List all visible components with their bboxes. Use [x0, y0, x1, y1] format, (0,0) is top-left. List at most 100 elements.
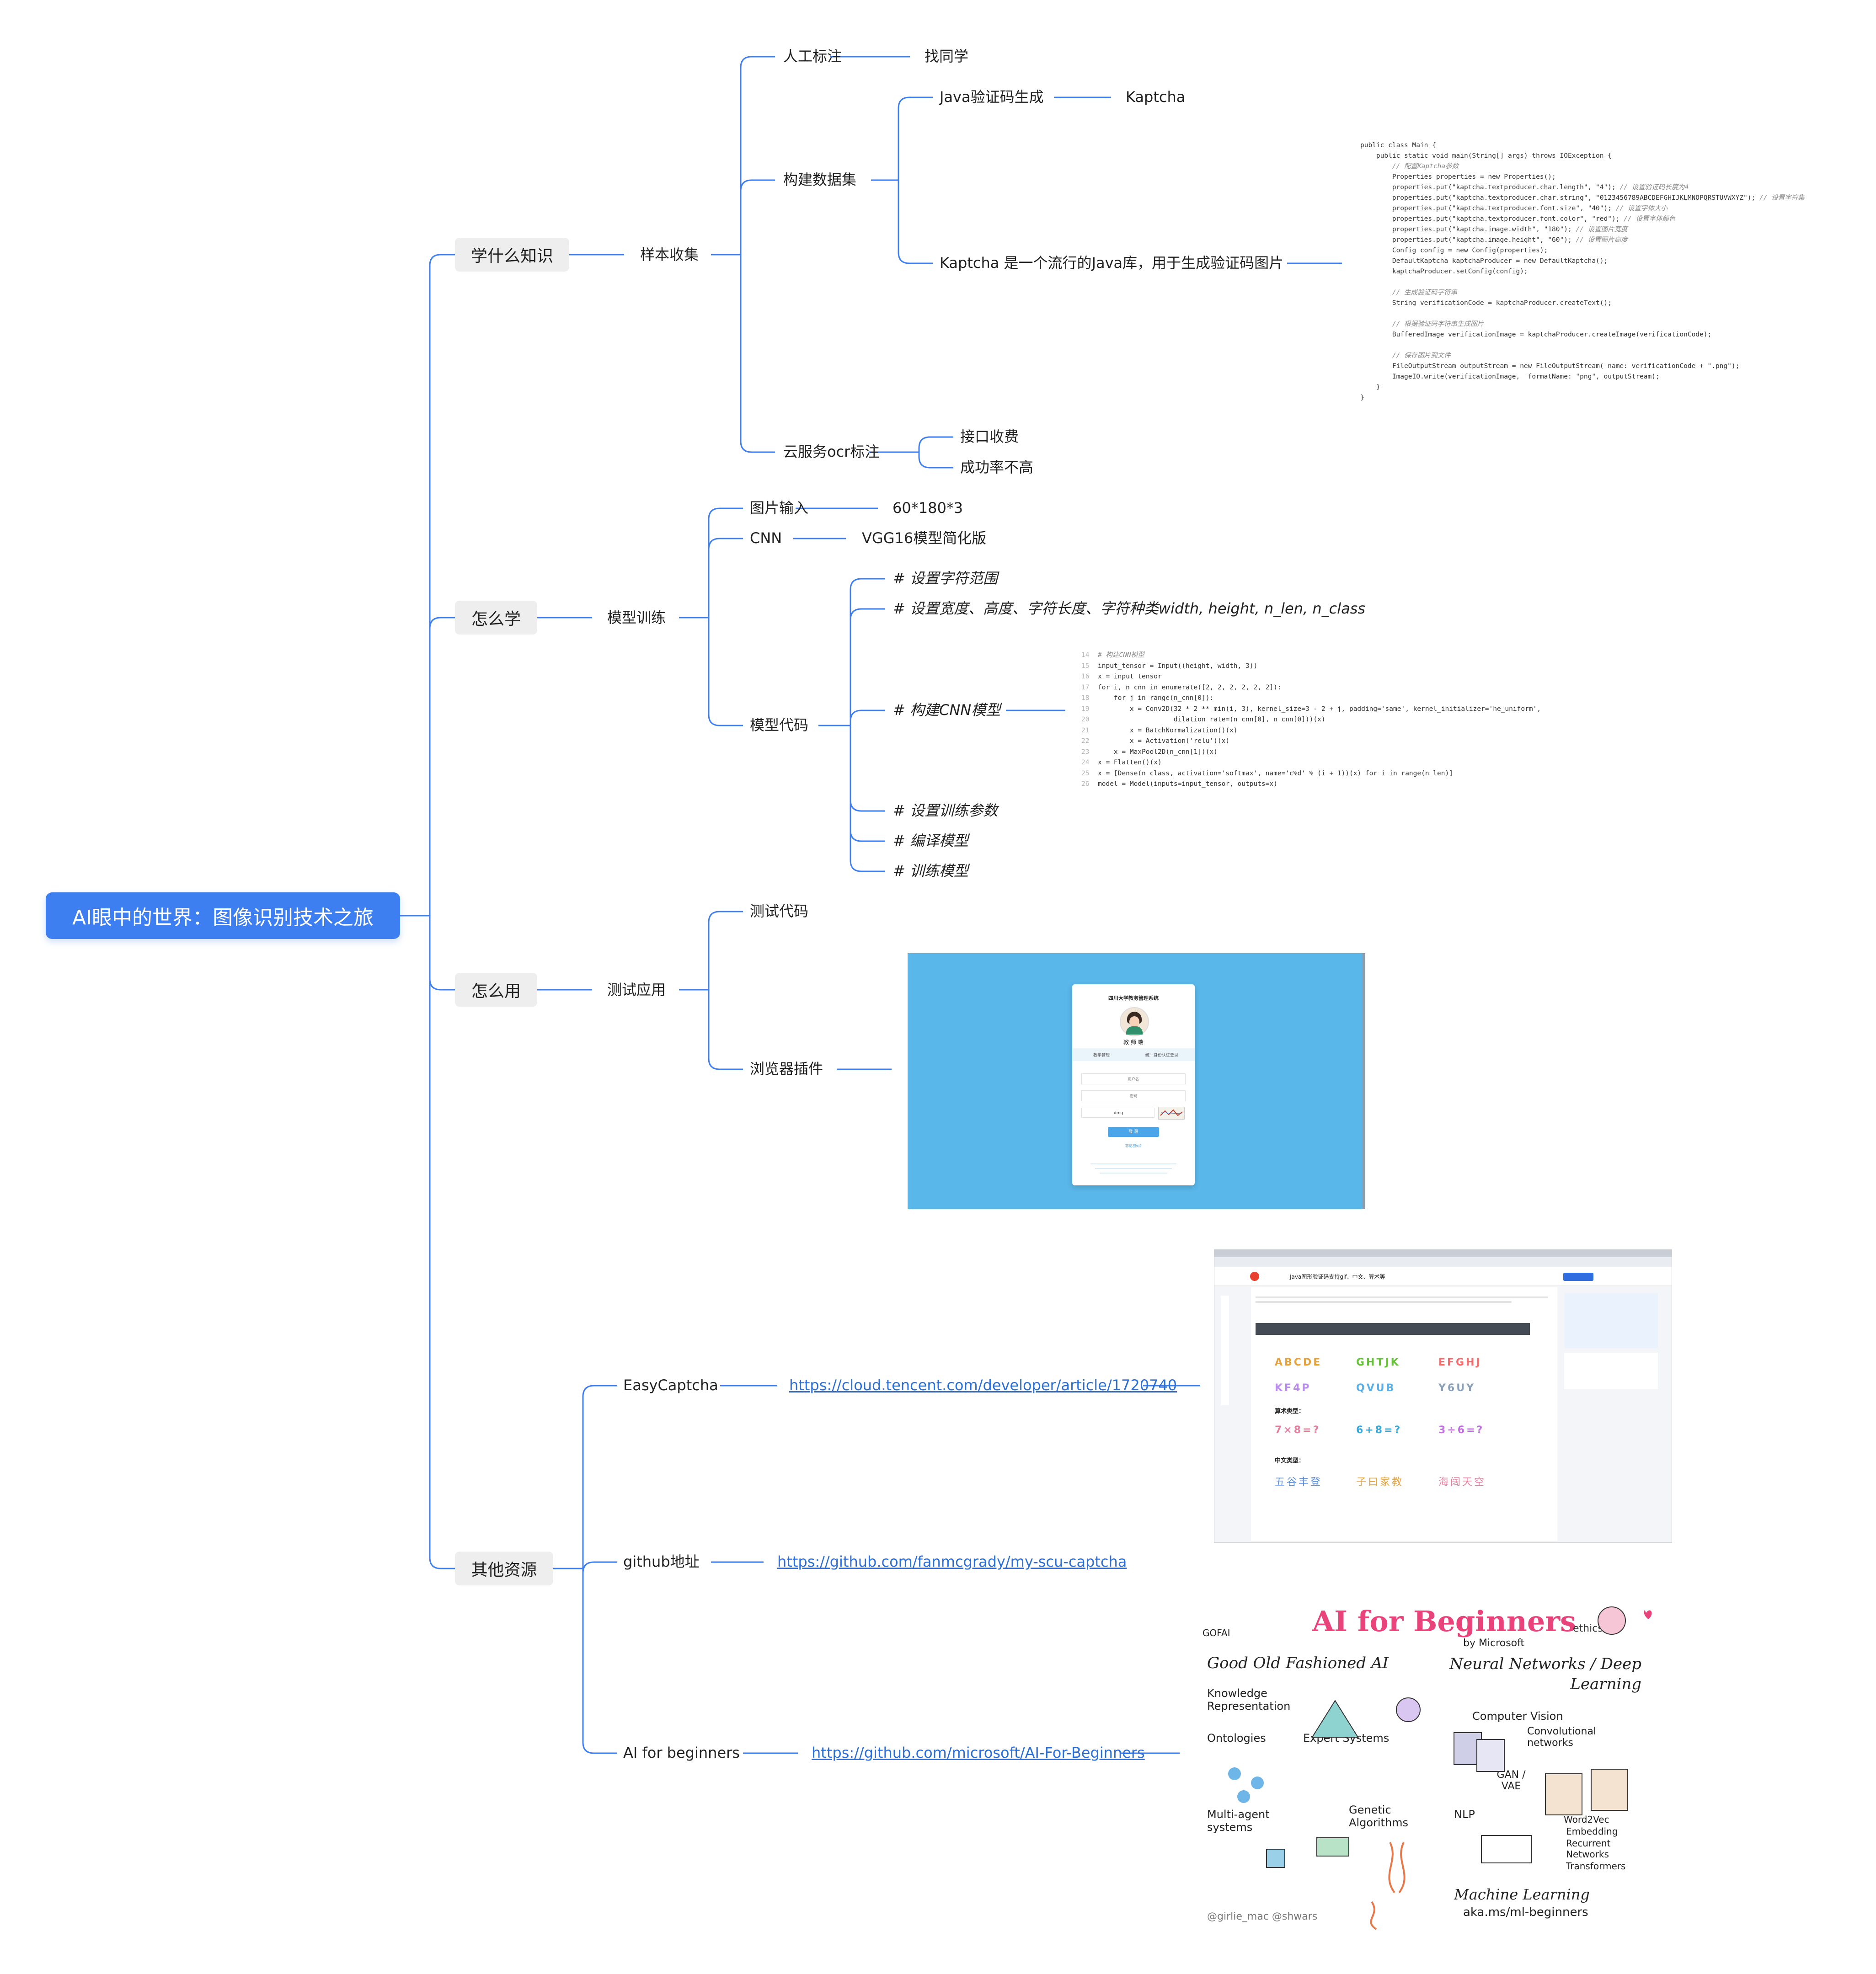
node-manual-child[interactable]: 找同学	[925, 48, 969, 65]
math-sample: 6+8=?	[1356, 1424, 1402, 1436]
login-button[interactable]: 登 录	[1108, 1127, 1159, 1137]
username-field[interactable]	[1081, 1073, 1186, 1084]
node-training[interactable]: 模型训练	[607, 609, 666, 626]
poster-topic: Good Old Fashioned AI	[1207, 1654, 1389, 1672]
poster-topic: Embedding	[1566, 1826, 1618, 1837]
node-learn[interactable]: 学什么知识	[455, 238, 569, 272]
python-code-line: 23 x = MaxPool2D(n_cnn[1])(x)	[1081, 748, 1218, 756]
java-code-line: ImageIO.write(verificationImage, formatN…	[1360, 373, 1660, 380]
chinese-type-label: 中文类型：	[1275, 1457, 1305, 1464]
connector	[708, 990, 743, 1070]
poster-topic: GAN / VAE	[1497, 1769, 1526, 1792]
java-code-line: Properties properties = new Properties()…	[1360, 173, 1556, 181]
java-code-line: properties.put("kaptcha.textproducer.fon…	[1360, 215, 1676, 223]
node-model-code[interactable]: 模型代码	[750, 716, 809, 734]
java-code-line: BufferedImage verificationImage = kaptch…	[1360, 331, 1712, 338]
node-manual[interactable]: 人工标注	[783, 48, 842, 65]
poster-topic: Neural Networks / Deep Learning	[1449, 1655, 1641, 1694]
poster-footer: aka.ms/ml-beginners	[1463, 1905, 1588, 1919]
python-code-line: 14# 构建CNN模型	[1081, 651, 1144, 659]
tab-teaching[interactable]: 教学管理	[1093, 1053, 1110, 1058]
node-cloud-rate[interactable]: 成功率不高	[960, 459, 1034, 476]
poster-by: by Microsoft	[1463, 1638, 1525, 1649]
java-code-line: }	[1360, 394, 1364, 401]
connector	[850, 726, 885, 842]
login-card: 四川大学教务管理系统 教 师 端 教学管理 统一身份认证登录 dmq 登 录 忘…	[1072, 984, 1195, 1185]
node-cnn-child[interactable]: VGG16模型简化版	[862, 529, 987, 547]
java-code-screenshot: public class Main { public static void m…	[1360, 140, 1813, 405]
node-dataset[interactable]: 构建数据集	[783, 171, 857, 188]
connector	[429, 254, 455, 916]
java-code-line: properties.put("kaptcha.textproducer.fon…	[1360, 205, 1668, 212]
password-field[interactable]	[1081, 1090, 1186, 1101]
java-code-line	[1360, 340, 1813, 351]
article-title: Java图形验证码支持gif、中文、算术等	[1290, 1274, 1385, 1280]
tab-sso[interactable]: 统一身份认证登录	[1145, 1053, 1179, 1058]
node-test-app[interactable]: 测试应用	[607, 981, 666, 998]
code-item-dims[interactable]: # 设置宽度、高度、字符长度、字符种类width, height, n_len,…	[893, 600, 1366, 617]
node-java-gen[interactable]: Java验证码生成	[940, 88, 1044, 106]
link-github[interactable]: https://github.com/fanmcgrady/my-scu-cap…	[777, 1553, 1127, 1570]
article-screenshot: Java图形验证码支持gif、中文、算术等 ABCDE GHTJK EFGHJ …	[1214, 1249, 1672, 1543]
connector	[918, 452, 953, 469]
login-tabs: 教学管理 统一身份认证登录	[1072, 1048, 1195, 1061]
node-how[interactable]: 怎么学	[455, 601, 537, 635]
role-label: 教 师 端	[1123, 1039, 1144, 1046]
node-img-input-child[interactable]: 60*180*3	[893, 499, 963, 517]
node-cloud[interactable]: 云服务ocr标注	[783, 443, 880, 460]
login-title: 四川大学教务管理系统	[1108, 995, 1159, 1001]
code-item-charset[interactable]: # 设置字符范围	[893, 570, 998, 587]
connector	[850, 726, 885, 872]
connector	[850, 608, 885, 726]
poster-topic: Computer Vision	[1472, 1710, 1563, 1723]
node-kaptcha[interactable]: Kaptcha	[1126, 88, 1186, 106]
code-item-train[interactable]: # 训练模型	[893, 862, 968, 880]
captcha-image[interactable]	[1158, 1107, 1185, 1120]
link-ai-beginners[interactable]: https://github.com/microsoft/AI-For-Begi…	[812, 1744, 1145, 1761]
link-easycaptcha[interactable]: https://cloud.tencent.com/developer/arti…	[789, 1376, 1177, 1394]
resource-ai-beginners[interactable]: AI for beginners	[623, 1744, 740, 1761]
node-kaptcha-desc[interactable]: Kaptcha 是一个流行的Java库，用于生成验证码图片	[940, 254, 1284, 272]
code-item-compile[interactable]: # 编译模型	[893, 832, 968, 849]
node-test-code[interactable]: 测试代码	[750, 902, 809, 920]
node-use[interactable]: 怎么用	[455, 973, 537, 1007]
connector	[918, 436, 953, 452]
code-item-train-params[interactable]: # 设置训练参数	[893, 802, 998, 819]
node-cloud-fee[interactable]: 接口收费	[960, 428, 1019, 445]
poster-topic: Genetic Algorithms	[1349, 1803, 1409, 1829]
forgot-link[interactable]: 忘记密码?	[1125, 1144, 1142, 1148]
connector	[740, 56, 775, 255]
root-node[interactable]: AI眼中的世界：图像识别技术之旅	[46, 892, 400, 939]
python-code-line: 22 x = Activation('relu')(x)	[1081, 737, 1230, 745]
resource-easycaptcha[interactable]: EasyCaptcha	[623, 1376, 718, 1394]
java-code-line: properties.put("kaptcha.image.width", "1…	[1360, 226, 1628, 233]
node-resources[interactable]: 其他资源	[455, 1552, 553, 1585]
connector	[708, 538, 743, 618]
poster-topic: Machine Learning	[1454, 1886, 1590, 1903]
node-sample[interactable]: 样本收集	[640, 246, 699, 263]
java-code-line: }	[1360, 384, 1380, 391]
poster-credits: @girlie_mac @shwars	[1207, 1911, 1318, 1922]
code-item-build-cnn[interactable]: # 构建CNN模型	[893, 701, 1001, 719]
connector	[898, 180, 933, 264]
poster-topic: NLP	[1454, 1808, 1475, 1821]
poster-topic: GOFAI	[1203, 1627, 1230, 1638]
java-code-line: // 生成验证码字符串	[1392, 289, 1458, 296]
captcha-field[interactable]: dmq	[1081, 1108, 1154, 1118]
connector	[582, 1561, 617, 1574]
node-plugin[interactable]: 浏览器插件	[750, 1060, 823, 1078]
node-img-input[interactable]: 图片输入	[750, 499, 809, 517]
poster-topic: Convolutional networks	[1527, 1726, 1597, 1749]
poster-title: AI for Beginners	[1312, 1605, 1576, 1638]
resource-github[interactable]: github地址	[623, 1553, 700, 1570]
node-cnn[interactable]: CNN	[750, 529, 782, 547]
connector	[740, 255, 775, 453]
connector	[429, 916, 455, 991]
